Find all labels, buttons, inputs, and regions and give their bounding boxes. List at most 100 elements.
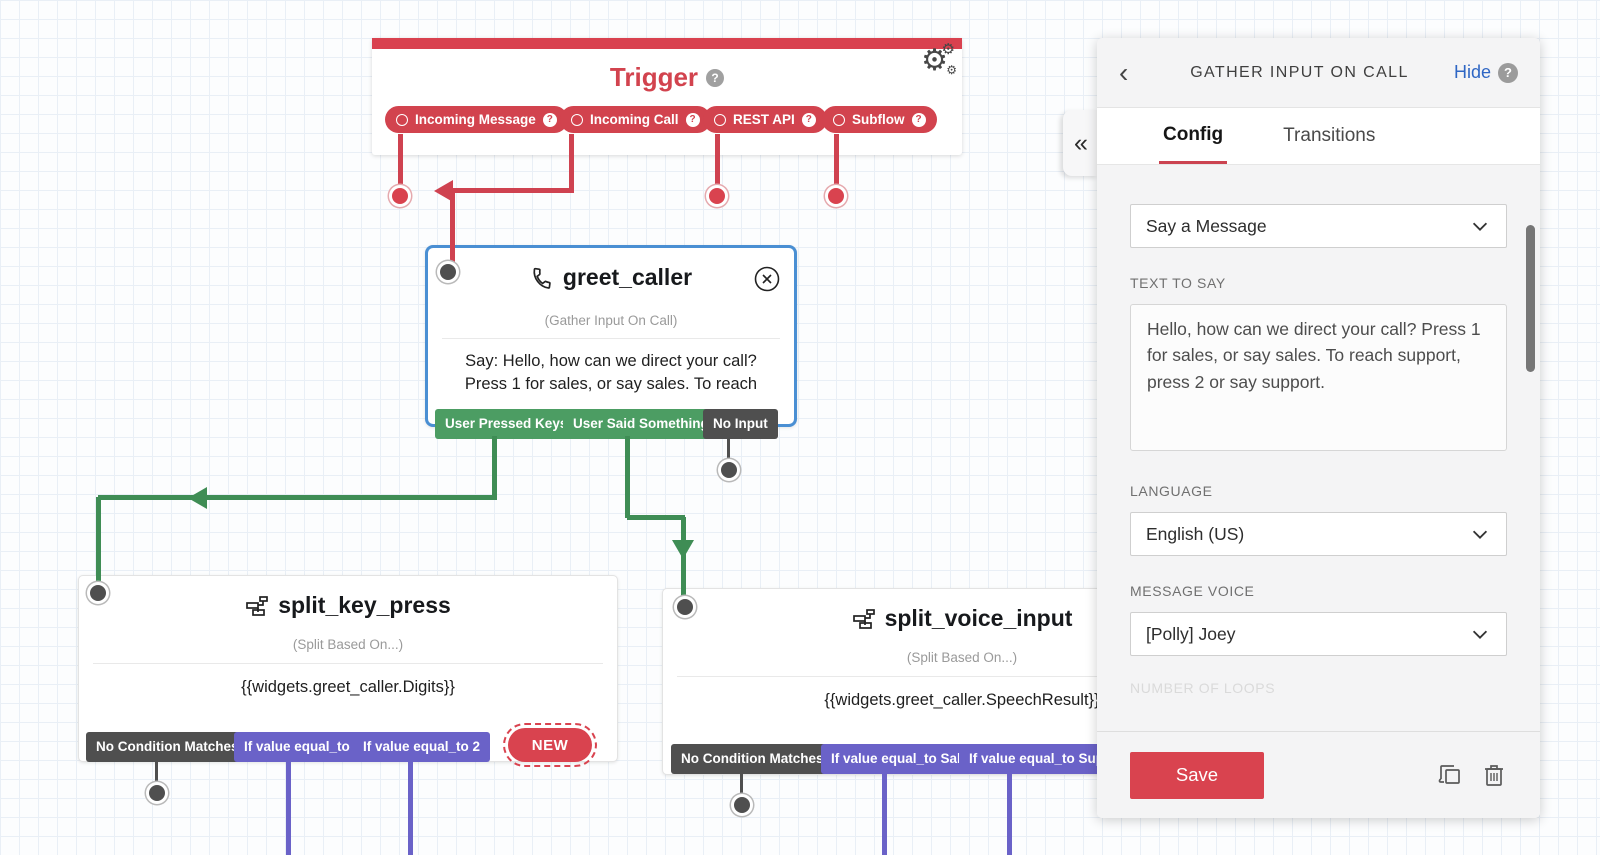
transition-equal-to-sales[interactable]: If value equal_to Sales [821,744,986,774]
connector-no-input [727,436,730,466]
panel-collapse-button[interactable]: « [1063,110,1099,176]
selected-value: [Polly] Joey [1146,623,1236,644]
panel-title: GATHER INPUT ON CALL [1190,63,1409,81]
trigger-pill-rest-api[interactable]: REST API ? [703,106,827,133]
close-icon[interactable] [754,266,780,292]
circle-icon [833,113,845,126]
transition-equal-to-2[interactable]: If value equal_to 2 [353,732,491,762]
gear-icon[interactable]: ⚙ ⚙ ⚙ [921,42,957,76]
phone-icon [533,267,551,289]
duplicate-icon[interactable] [1436,761,1464,789]
transition-no-condition-matches[interactable]: No Condition Matches [86,732,249,762]
widget-greet-caller[interactable]: greet_caller (Gather Input On Call) Say:… [425,245,797,439]
save-button[interactable]: Save [1130,751,1264,799]
panel-footer: Save [1097,731,1540,818]
connector-endpoint-dot[interactable] [392,188,408,204]
help-icon[interactable]: ? [706,68,725,87]
widget-type-label: (Split Based On...) [906,650,1018,665]
widget-anchor-dot[interactable] [90,585,106,601]
trigger-pill-subflow[interactable]: Subflow ? [822,106,937,133]
widget-type-label: (Gather Input On Call) [544,313,678,328]
new-transition-button[interactable]: NEW [503,723,597,767]
divider [442,338,780,339]
widget-split-key-press[interactable]: split_key_press (Split Based On...) {{wi… [78,575,618,767]
split-icon [246,595,269,616]
trigger-widget[interactable]: Trigger ? ⚙ ⚙ ⚙ Incoming Message ? Incom… [372,38,962,155]
transition-equal-to-1[interactable]: If value equal_to 1 [234,732,372,762]
transition-equal-to-support[interactable]: If value equal_to Supp [959,744,1112,774]
panel-scrollbar-thumb[interactable] [1526,225,1535,372]
selected-value: Say a Message [1146,215,1267,236]
widget-name: greet_caller [562,264,693,290]
connector-said-something-v2 [681,517,686,603]
widget-body: {{widgets.greet_caller.Digits}} [241,678,455,696]
widget-name: split_key_press [278,592,451,618]
tab-transitions[interactable]: Transitions [1283,125,1376,146]
circle-icon [714,113,726,126]
split-icon [852,608,875,629]
connector-equal-to-2 [408,760,413,855]
tab-config[interactable]: Config [1159,108,1228,164]
message-voice-select[interactable]: [Polly] Joey [1130,612,1507,656]
trigger-title-text: Trigger [609,62,699,92]
chevron-down-icon [1472,630,1488,639]
connector-endpoint-dot[interactable] [734,797,750,813]
connector-equal-to-sales [882,773,887,855]
connector-incoming-call-h [452,188,574,193]
connector-subflow [834,134,839,188]
trash-icon[interactable] [1481,761,1507,789]
connector-pressed-keys-v2 [96,497,101,589]
pill-label: Incoming Call [590,112,679,127]
back-chevron-icon[interactable]: ‹ [1119,56,1129,88]
text-to-say-input[interactable]: Hello, how can we direct your call? Pres… [1130,304,1507,451]
chevron-down-icon [1472,530,1488,539]
connector-incoming-call-v1 [569,134,574,190]
connector-endpoint-dot[interactable] [721,462,737,478]
chevron-down-icon [1472,222,1488,231]
circle-icon [571,113,583,126]
connector-incoming-call-v2 [450,190,455,274]
new-button-label: NEW [508,728,592,762]
connector-endpoint-dot[interactable] [828,188,844,204]
panel-config-body: Say a Message TEXT TO SAY Hello, how can… [1097,165,1540,731]
message-type-select[interactable]: Say a Message [1130,204,1507,248]
connector-pressed-keys-h [98,495,497,500]
connector-endpoint-dot[interactable] [709,188,725,204]
pill-label: Subflow [852,112,905,127]
help-icon[interactable]: ? [685,112,700,127]
connector-rest-api [715,134,720,188]
panel-tab-bar: Config Transitions [1097,108,1540,165]
connector-equal-to-supp [1007,773,1012,855]
trigger-pill-incoming-call[interactable]: Incoming Call ? [560,106,711,133]
widget-title-row: split_voice_input [663,605,1261,632]
message-voice-label: MESSAGE VOICE [1130,583,1255,599]
language-select[interactable]: English (US) [1130,512,1507,556]
help-icon[interactable]: ? [1498,62,1518,83]
hide-link[interactable]: Hide [1453,62,1491,82]
transition-user-pressed-keys[interactable]: User Pressed Keys [435,409,578,439]
help-icon[interactable]: ? [542,112,557,127]
trigger-title: Trigger ? [372,62,962,93]
connector-endpoint-dot[interactable] [149,785,165,801]
panel-header: ‹ GATHER INPUT ON CALL Hide ? [1097,38,1540,108]
gear-small: ⚙ [941,41,955,58]
body-line: Say: Hello, how can we direct your call? [465,352,757,370]
help-icon[interactable]: ? [801,112,816,127]
widget-title-row: greet_caller [428,264,794,291]
gear-tiny: ⚙ [946,63,957,77]
transition-user-said-something[interactable]: User Said Something [563,409,719,439]
widget-anchor-dot[interactable] [677,599,693,615]
divider [93,663,603,664]
widget-anchor-dot[interactable] [440,264,456,280]
truncated-field-label: NUMBER OF LOOPS [1130,680,1276,693]
connector-no-match-1 [155,760,158,789]
widget-body: Say: Hello, how can we direct your call?… [428,350,794,396]
trigger-pill-incoming-message[interactable]: Incoming Message ? [385,106,568,133]
transition-no-input[interactable]: No Input [703,409,778,439]
pill-label: REST API [733,112,795,127]
trigger-red-bar [372,38,962,49]
transition-no-condition-matches[interactable]: No Condition Matches [671,744,834,774]
help-icon[interactable]: ? [911,112,926,127]
connector-arrowhead [672,540,694,559]
